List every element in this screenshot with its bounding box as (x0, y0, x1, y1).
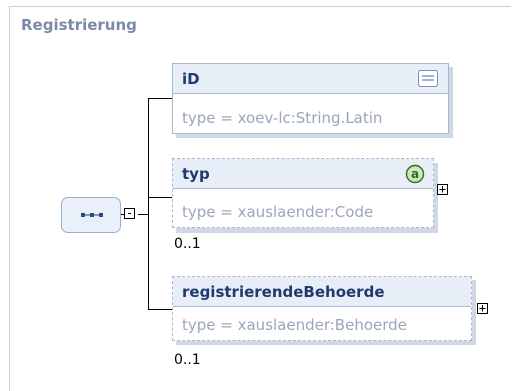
expand-icon: + (478, 301, 487, 315)
element-type: type = xoev-lc:String.Latin (182, 109, 383, 127)
element-name: registrierendeBehoerde (182, 283, 385, 301)
sequence-compositor[interactable] (61, 197, 121, 233)
attribute-a-icon: a (405, 164, 425, 184)
element-id[interactable]: iD type = xoev-lc:String.Latin (172, 63, 449, 134)
connector-to-id (148, 98, 172, 99)
element-name: iD (182, 70, 200, 88)
diagram-title: Registrierung (21, 16, 137, 34)
collapse-toggle[interactable]: - (124, 206, 135, 220)
element-type: type = xauslaender:Behoerde (182, 316, 407, 334)
element-header (173, 159, 433, 189)
collapse-icon: - (125, 206, 134, 220)
connector-to-behoerde (148, 309, 172, 310)
sequence-icon (81, 213, 103, 217)
element-typ[interactable]: typ a type = xauslaender:Code (172, 158, 434, 228)
expand-icon: + (438, 182, 447, 196)
connector-comp-to-expander (121, 214, 124, 215)
element-type: type = xauslaender:Code (182, 203, 374, 221)
element-name: typ (182, 165, 210, 183)
annotation-doc-icon (418, 70, 438, 87)
occurrence-label: 0..1 (174, 236, 201, 252)
connector-compositor-out (138, 214, 148, 215)
connector-to-typ (148, 197, 172, 198)
element-header (173, 277, 471, 307)
svg-text:a: a (411, 167, 419, 181)
element-registrierende-behoerde[interactable]: registrierendeBehoerde type = xauslaende… (172, 276, 472, 341)
expand-toggle[interactable]: + (477, 301, 488, 315)
occurrence-label: 0..1 (174, 352, 201, 368)
element-header (173, 64, 448, 94)
expand-toggle[interactable]: + (437, 182, 448, 196)
connector-vertical (148, 98, 149, 310)
